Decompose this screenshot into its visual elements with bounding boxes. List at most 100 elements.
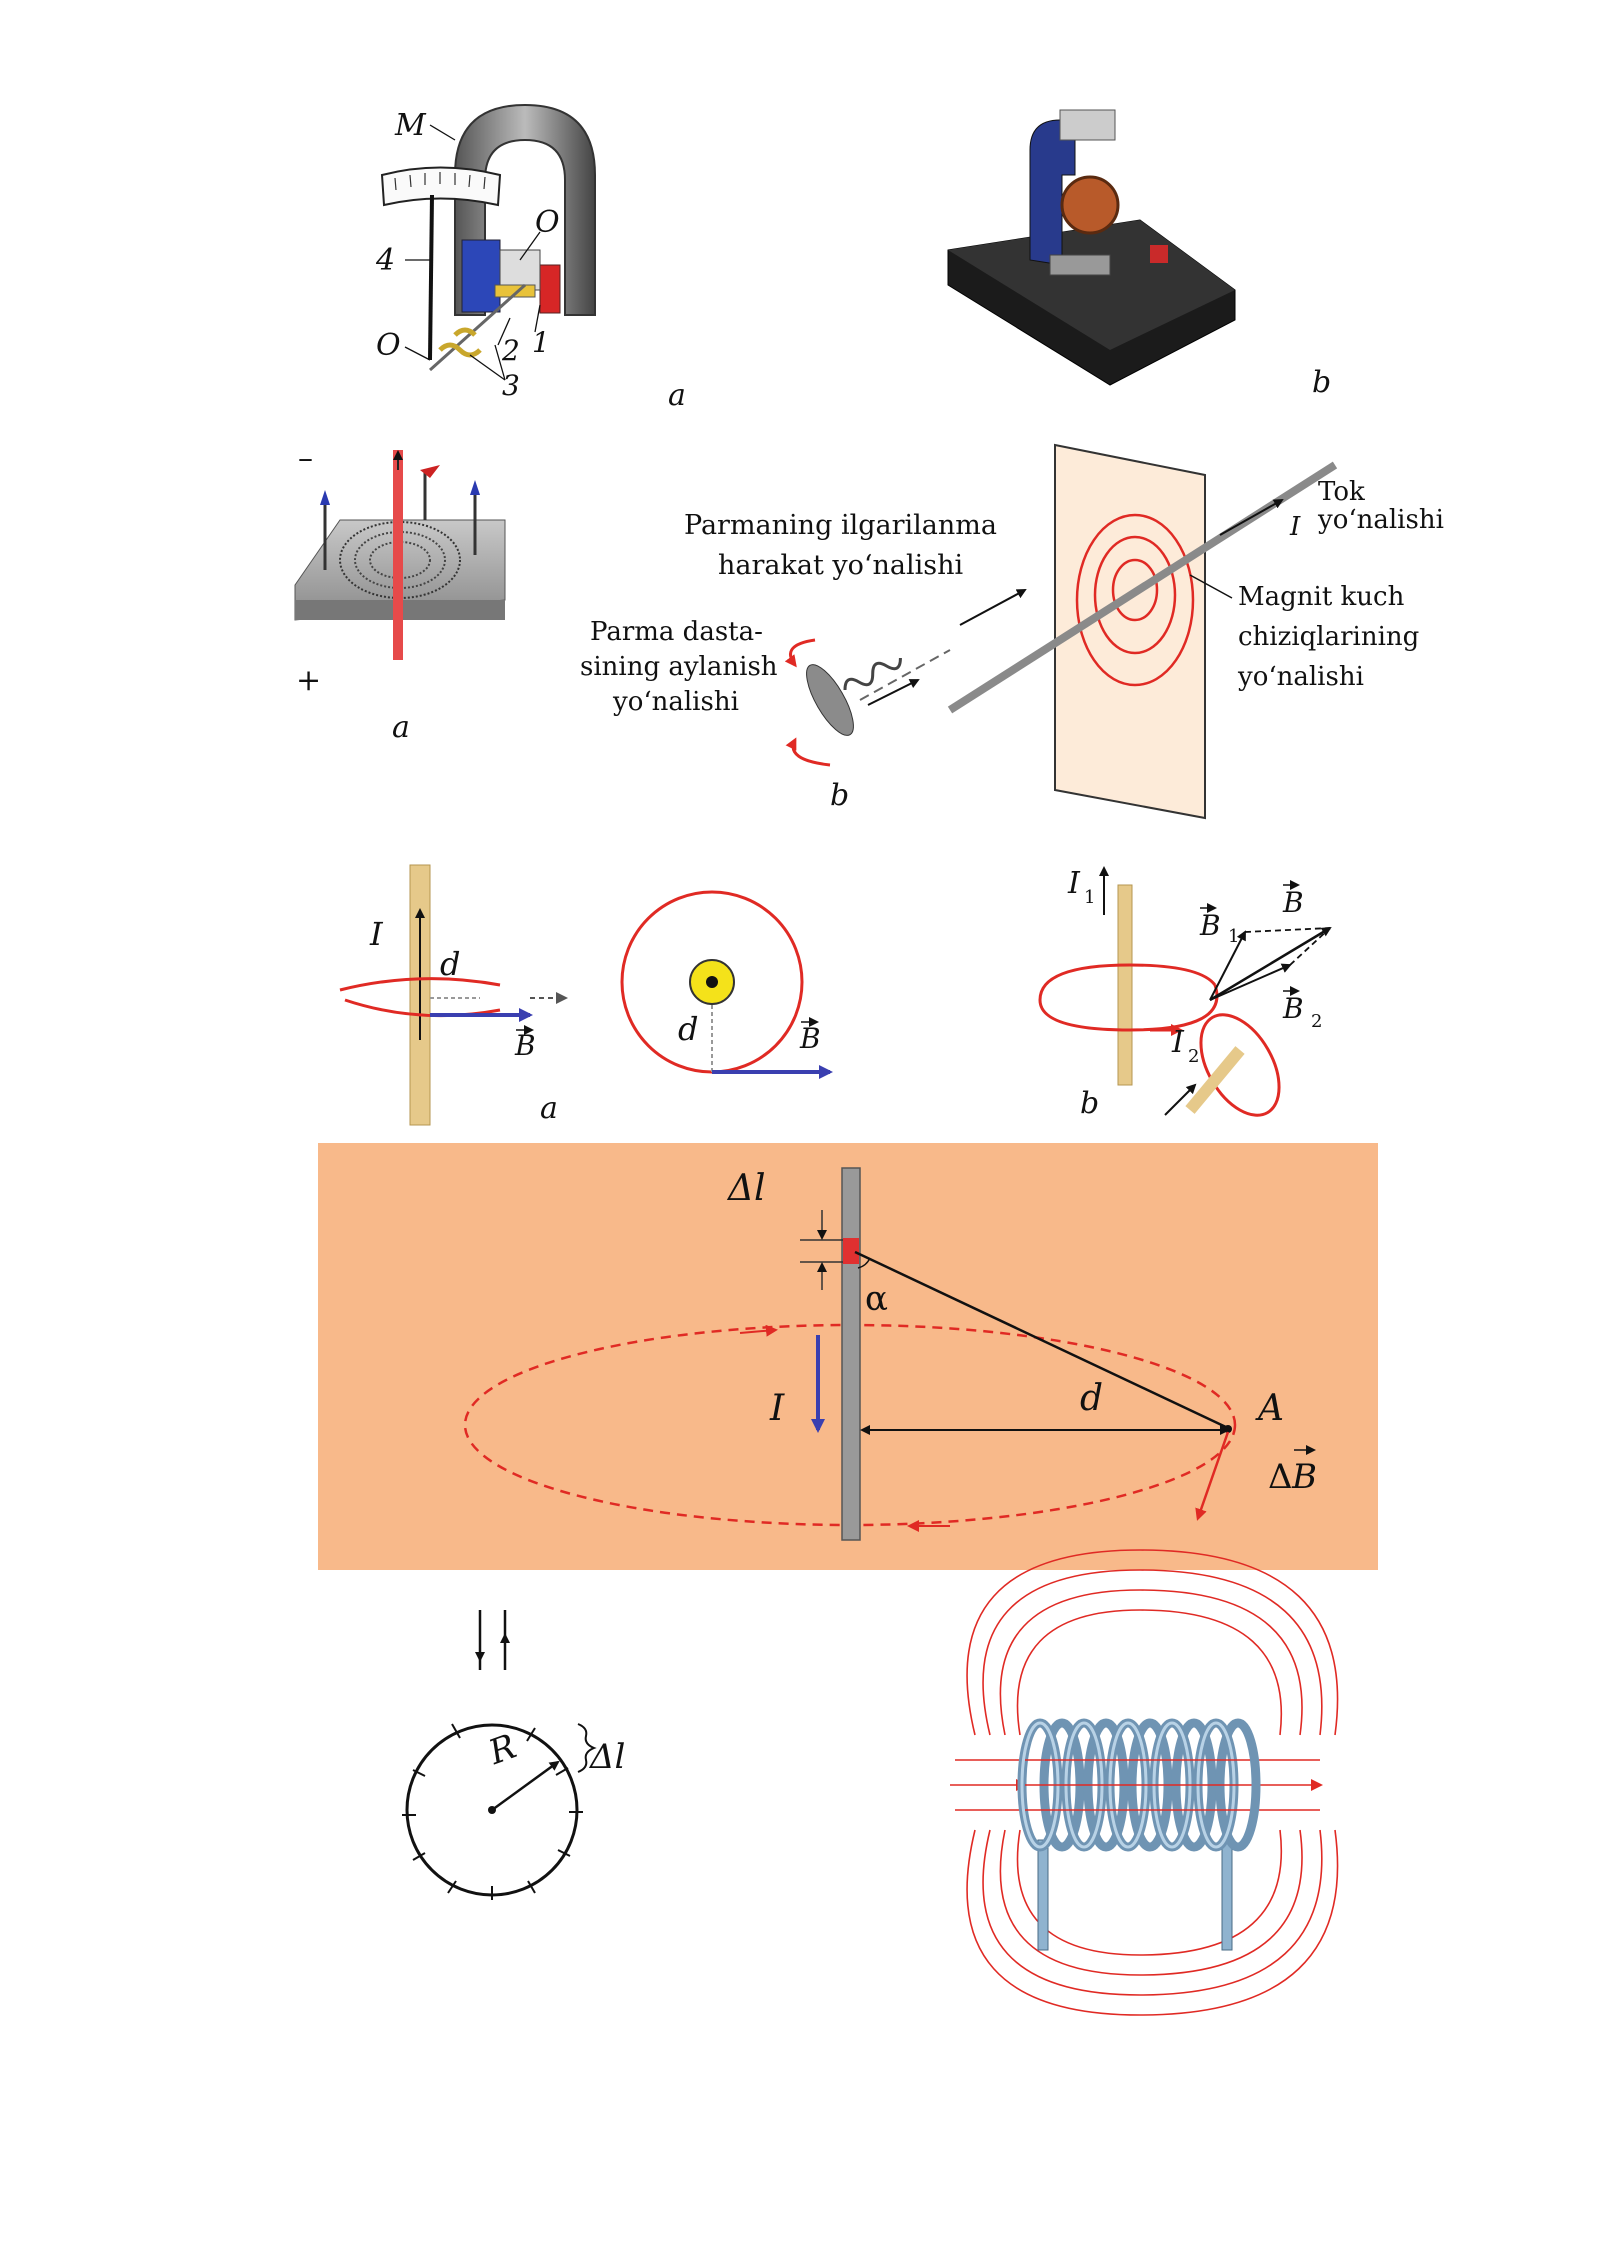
field-lines-outer (950, 1549, 1339, 2016)
fig5a-loop: R Δl (402, 1610, 625, 1900)
translation-arrow (959, 589, 1027, 626)
wire-element (843, 1238, 859, 1264)
field-lines-inner (1025, 1759, 1250, 1811)
label-d: d (1080, 1378, 1103, 1419)
text-field-2: chiziqlarining (1238, 622, 1419, 652)
text-current-2: yo‘nalishi (1317, 505, 1444, 535)
springs (438, 327, 482, 358)
text-translation-2: harakat yo‘nalishi (718, 550, 963, 581)
label-dB-delta: Δ (1268, 1457, 1293, 1497)
field-panel (1054, 443, 1206, 820)
caption-3a: a (540, 1091, 558, 1126)
fig5b-solenoid (950, 1549, 1339, 2016)
text-field-1: Magnit kuch (1238, 582, 1405, 612)
pole-red (539, 264, 561, 314)
field-loop-front (344, 998, 501, 1018)
label-I1-sub: 1 (1084, 887, 1095, 908)
label-A: A (1255, 1388, 1284, 1429)
field-circles (1075, 513, 1195, 687)
label-O-top: O (535, 205, 560, 240)
caption-2a: a (392, 710, 410, 745)
straight-wire (841, 1167, 861, 1541)
caption-2b: b (830, 778, 849, 813)
label-B1: B (1199, 909, 1221, 942)
label-O-bottom: O (376, 328, 401, 363)
label-I: I (769, 1388, 785, 1429)
leg-right (1221, 1839, 1233, 1951)
pole-blue (461, 239, 501, 313)
wire-1 (1117, 884, 1133, 1086)
fig1b-device: b (947, 109, 1331, 400)
sign-plus: + (296, 663, 321, 698)
caption-3b: b (1080, 1086, 1099, 1121)
field-leader (1189, 574, 1233, 599)
coil-spring (494, 284, 536, 298)
label-I: I (369, 915, 384, 953)
label-B: B (514, 1029, 536, 1062)
device-coil (1060, 175, 1120, 235)
label-4: 4 (375, 243, 395, 278)
label-I1: I (1067, 866, 1081, 901)
loop-ticks (402, 1723, 583, 1900)
caption-1a: a (668, 378, 686, 413)
device-magnet (1029, 119, 1076, 266)
point-A (1224, 1425, 1232, 1433)
current-wire (393, 450, 403, 660)
radius-arrow (491, 1760, 560, 1812)
compass-needles (320, 465, 480, 570)
label-3: 3 (502, 369, 520, 402)
fig1a-galvanometer: M O 4 O 2 1 3 a (375, 103, 686, 413)
fig2b-corkscrew: Parmaning ilgarilanma harakat yo‘nalishi… (580, 443, 1444, 820)
label-dl: Δl (726, 1168, 766, 1209)
text-current-1: Tok (1318, 477, 1365, 507)
fig3b: I 1 I 2 B B 1 B 2 b (1038, 866, 1332, 1121)
label-M: M (394, 108, 427, 143)
device-terminal (1150, 245, 1168, 263)
wire-2 (1185, 1046, 1245, 1114)
label-B-result: B (1282, 886, 1304, 919)
label-2: 2 (501, 334, 520, 367)
leader-lines (404, 124, 541, 381)
text-rotation-1: Parma dasta- (590, 617, 763, 647)
label-B1-sub: 1 (1228, 926, 1239, 947)
corkscrew-handle (806, 664, 854, 736)
label-1: 1 (532, 326, 550, 359)
text-field-3: yo‘nalishi (1237, 662, 1364, 692)
fig4-biot-savart: Δl α I d A Δ B (318, 1143, 1378, 1570)
label-current-I: I (1289, 512, 1301, 542)
rod-dashed (859, 649, 951, 701)
scale-ticks (394, 172, 486, 191)
axis (428, 283, 527, 372)
fig3a: I d B d B a (339, 864, 833, 1126)
corkscrew-screw (843, 657, 902, 691)
label-I2-sub: 2 (1188, 1046, 1199, 1067)
text-rotation-2: sining aylanish (580, 652, 778, 682)
label-dl: Δl (588, 1737, 625, 1777)
moving-coil (499, 249, 541, 291)
vectors (1209, 926, 1332, 1002)
label-B2v: B (1282, 992, 1304, 1025)
rotation-arrow-bottom (785, 737, 831, 767)
label-I2: I (1171, 1025, 1185, 1060)
label-d2: d (678, 1010, 698, 1048)
field-loop-2 (1199, 1013, 1281, 1117)
label-alpha: α (865, 1279, 888, 1319)
sign-minus: – (298, 441, 313, 476)
field-loop-back (339, 977, 501, 992)
dB-vector (1195, 1431, 1230, 1521)
device-bracket (1049, 254, 1111, 276)
radius-vector (854, 1250, 1229, 1430)
text-translation-1: Parmaning ilgarilanma (684, 510, 997, 541)
caption-1b: b (1312, 365, 1331, 400)
current-arrow (1219, 499, 1284, 536)
label-dB-B: B (1291, 1457, 1317, 1497)
text-rotation-3: yo‘nalishi (612, 687, 739, 717)
motion-arrow (867, 679, 920, 706)
label-B2v-sub: 2 (1311, 1011, 1322, 1032)
arc-brace (577, 1723, 597, 1773)
field-loop-1 (1038, 963, 1219, 1032)
device-top-coil (1059, 109, 1116, 141)
rotation-arrow-top (784, 638, 816, 668)
meter-pointer (428, 194, 434, 361)
